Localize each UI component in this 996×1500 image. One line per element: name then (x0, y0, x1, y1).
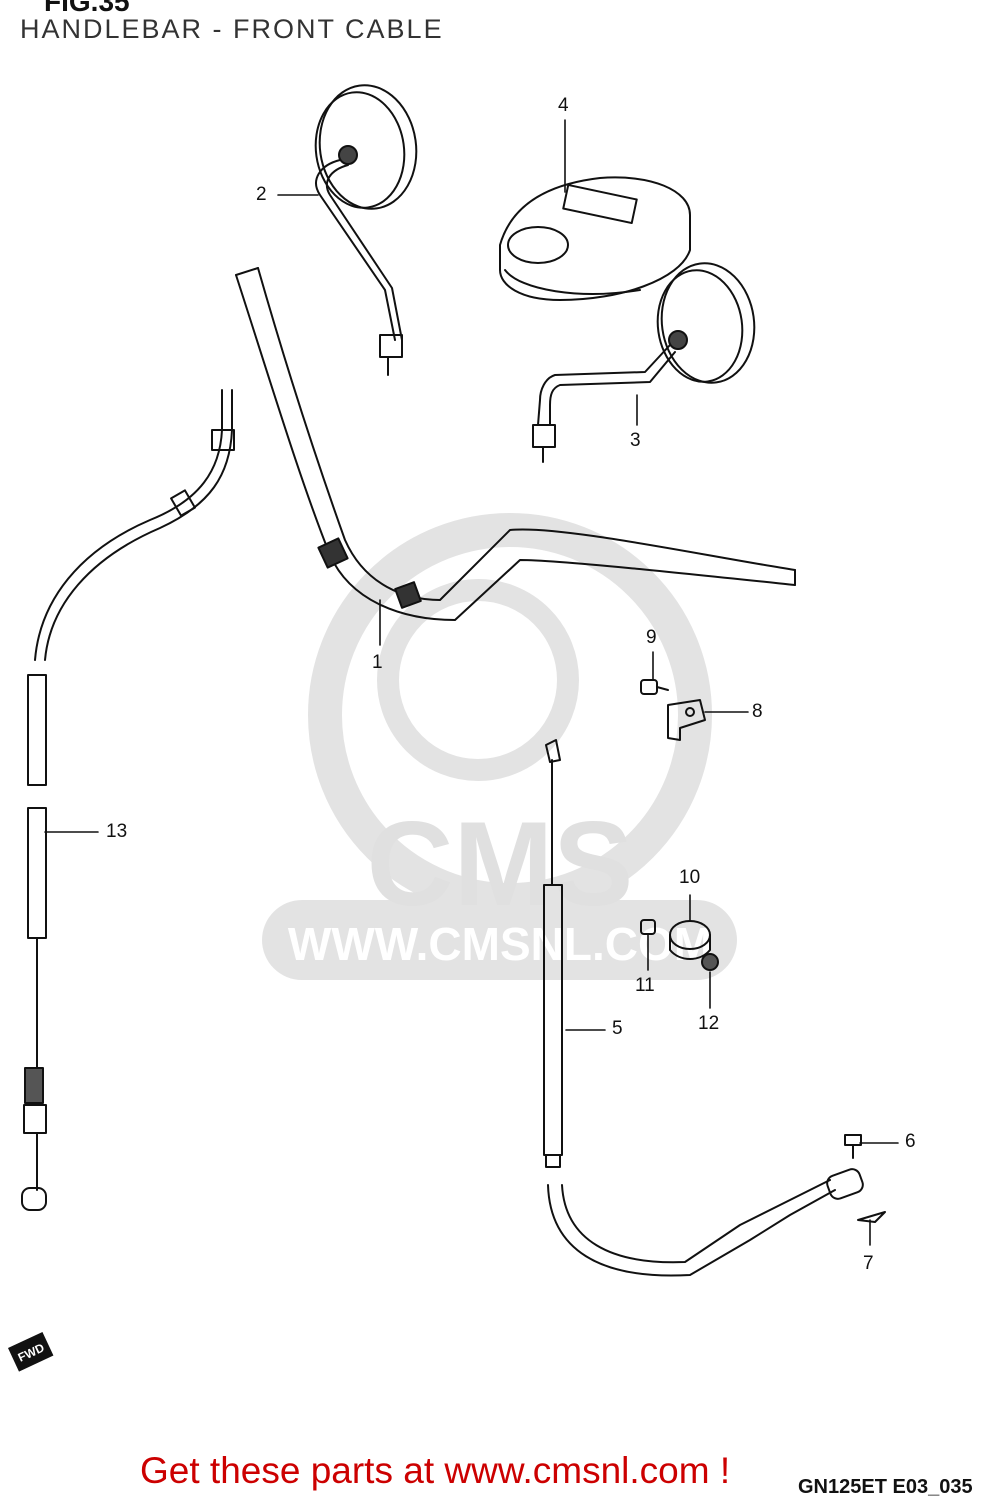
part-clamp-10 (669, 920, 711, 960)
leader-lines (44, 119, 899, 1246)
callout-4: 4 (558, 95, 569, 116)
part-nut-12 (701, 953, 719, 971)
part-screw-11 (640, 919, 656, 935)
part-cable-right (543, 739, 864, 1277)
figure-label: FIG.35 (44, 0, 130, 17)
part-handlebar (235, 267, 796, 621)
callout-3: 3 (630, 430, 641, 451)
promo-link[interactable]: Get these parts at www.cmsnl.com ! (140, 1450, 731, 1491)
part-bolt-9 (640, 679, 669, 695)
callout-11: 11 (635, 975, 655, 996)
part-meter-case (499, 176, 691, 301)
callout-9: 9 (646, 627, 657, 648)
callout-1: 1 (372, 652, 383, 673)
callout-10: 10 (679, 867, 701, 888)
fwd-badge: FWD (8, 1331, 54, 1372)
callout-8: 8 (752, 701, 763, 722)
callout-7: 7 (863, 1253, 874, 1274)
part-mirror-right (532, 262, 756, 463)
watermark-brand: CMS (367, 797, 634, 931)
part-bolt-6 (844, 1134, 862, 1159)
callout-5: 5 (612, 1018, 623, 1039)
cms-watermark: CMS WWW.CMSNL.COM (262, 513, 737, 980)
part-clip-7 (857, 1211, 886, 1223)
part-mirror-left (314, 84, 418, 376)
callout-6: 6 (905, 1131, 916, 1152)
part-cable-left (21, 389, 235, 1211)
diagram-title: HANDLEBAR - FRONT CABLE (20, 14, 444, 44)
callout-2: 2 (256, 184, 267, 205)
callout-12: 12 (698, 1013, 720, 1034)
part-clamp-8 (667, 699, 706, 741)
callout-13: 13 (106, 821, 128, 842)
diagram-code: GN125ET E03_035 (798, 1476, 973, 1498)
